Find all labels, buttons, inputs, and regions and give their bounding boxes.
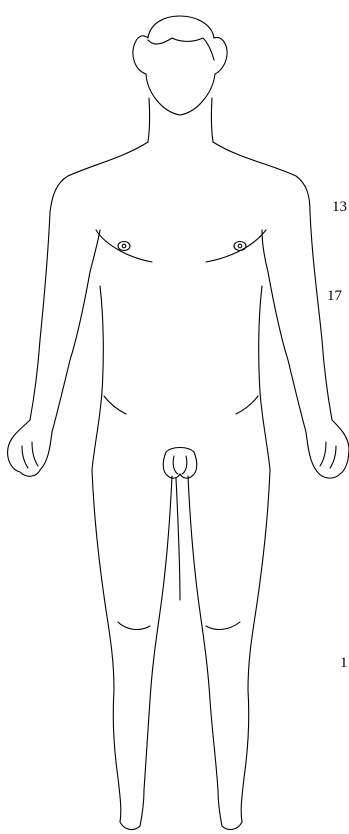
head-outline xyxy=(133,16,227,115)
left-nipple xyxy=(118,242,130,251)
left-hand-fingers xyxy=(22,442,38,468)
left-arm-inner xyxy=(52,230,100,432)
shoulder-right xyxy=(213,142,310,212)
right-hand-fingers xyxy=(320,442,336,468)
right-arm-inner xyxy=(262,230,306,432)
left-knee xyxy=(118,622,150,629)
right-leg-outer xyxy=(222,470,270,829)
left-arm-outer xyxy=(8,212,52,476)
right-knee xyxy=(206,622,240,629)
marker-label-13: 13 xyxy=(332,200,347,215)
marker-label-17: 17 xyxy=(327,289,342,304)
chest-right xyxy=(206,230,266,262)
hairline xyxy=(148,38,214,60)
hip-crease-right xyxy=(236,396,258,414)
right-arm-outer xyxy=(306,212,349,478)
right-nipple xyxy=(234,242,246,251)
left-leg-inner xyxy=(140,476,172,826)
crotch-line xyxy=(176,478,180,600)
shoulder-left xyxy=(50,142,148,212)
genital-detail xyxy=(173,456,187,474)
right-leg-inner xyxy=(188,476,222,826)
neck-right xyxy=(211,98,213,142)
left-leg-outer xyxy=(92,470,140,829)
neck-left xyxy=(148,98,150,142)
genital-outline xyxy=(163,448,197,479)
chest-left xyxy=(96,230,152,262)
marker-label-1: 1 xyxy=(340,656,348,671)
left-nipple-center xyxy=(122,244,126,248)
torso-right xyxy=(259,286,270,470)
torso-left xyxy=(92,286,103,470)
right-nipple-center xyxy=(238,244,242,248)
hip-crease-left xyxy=(104,396,126,414)
